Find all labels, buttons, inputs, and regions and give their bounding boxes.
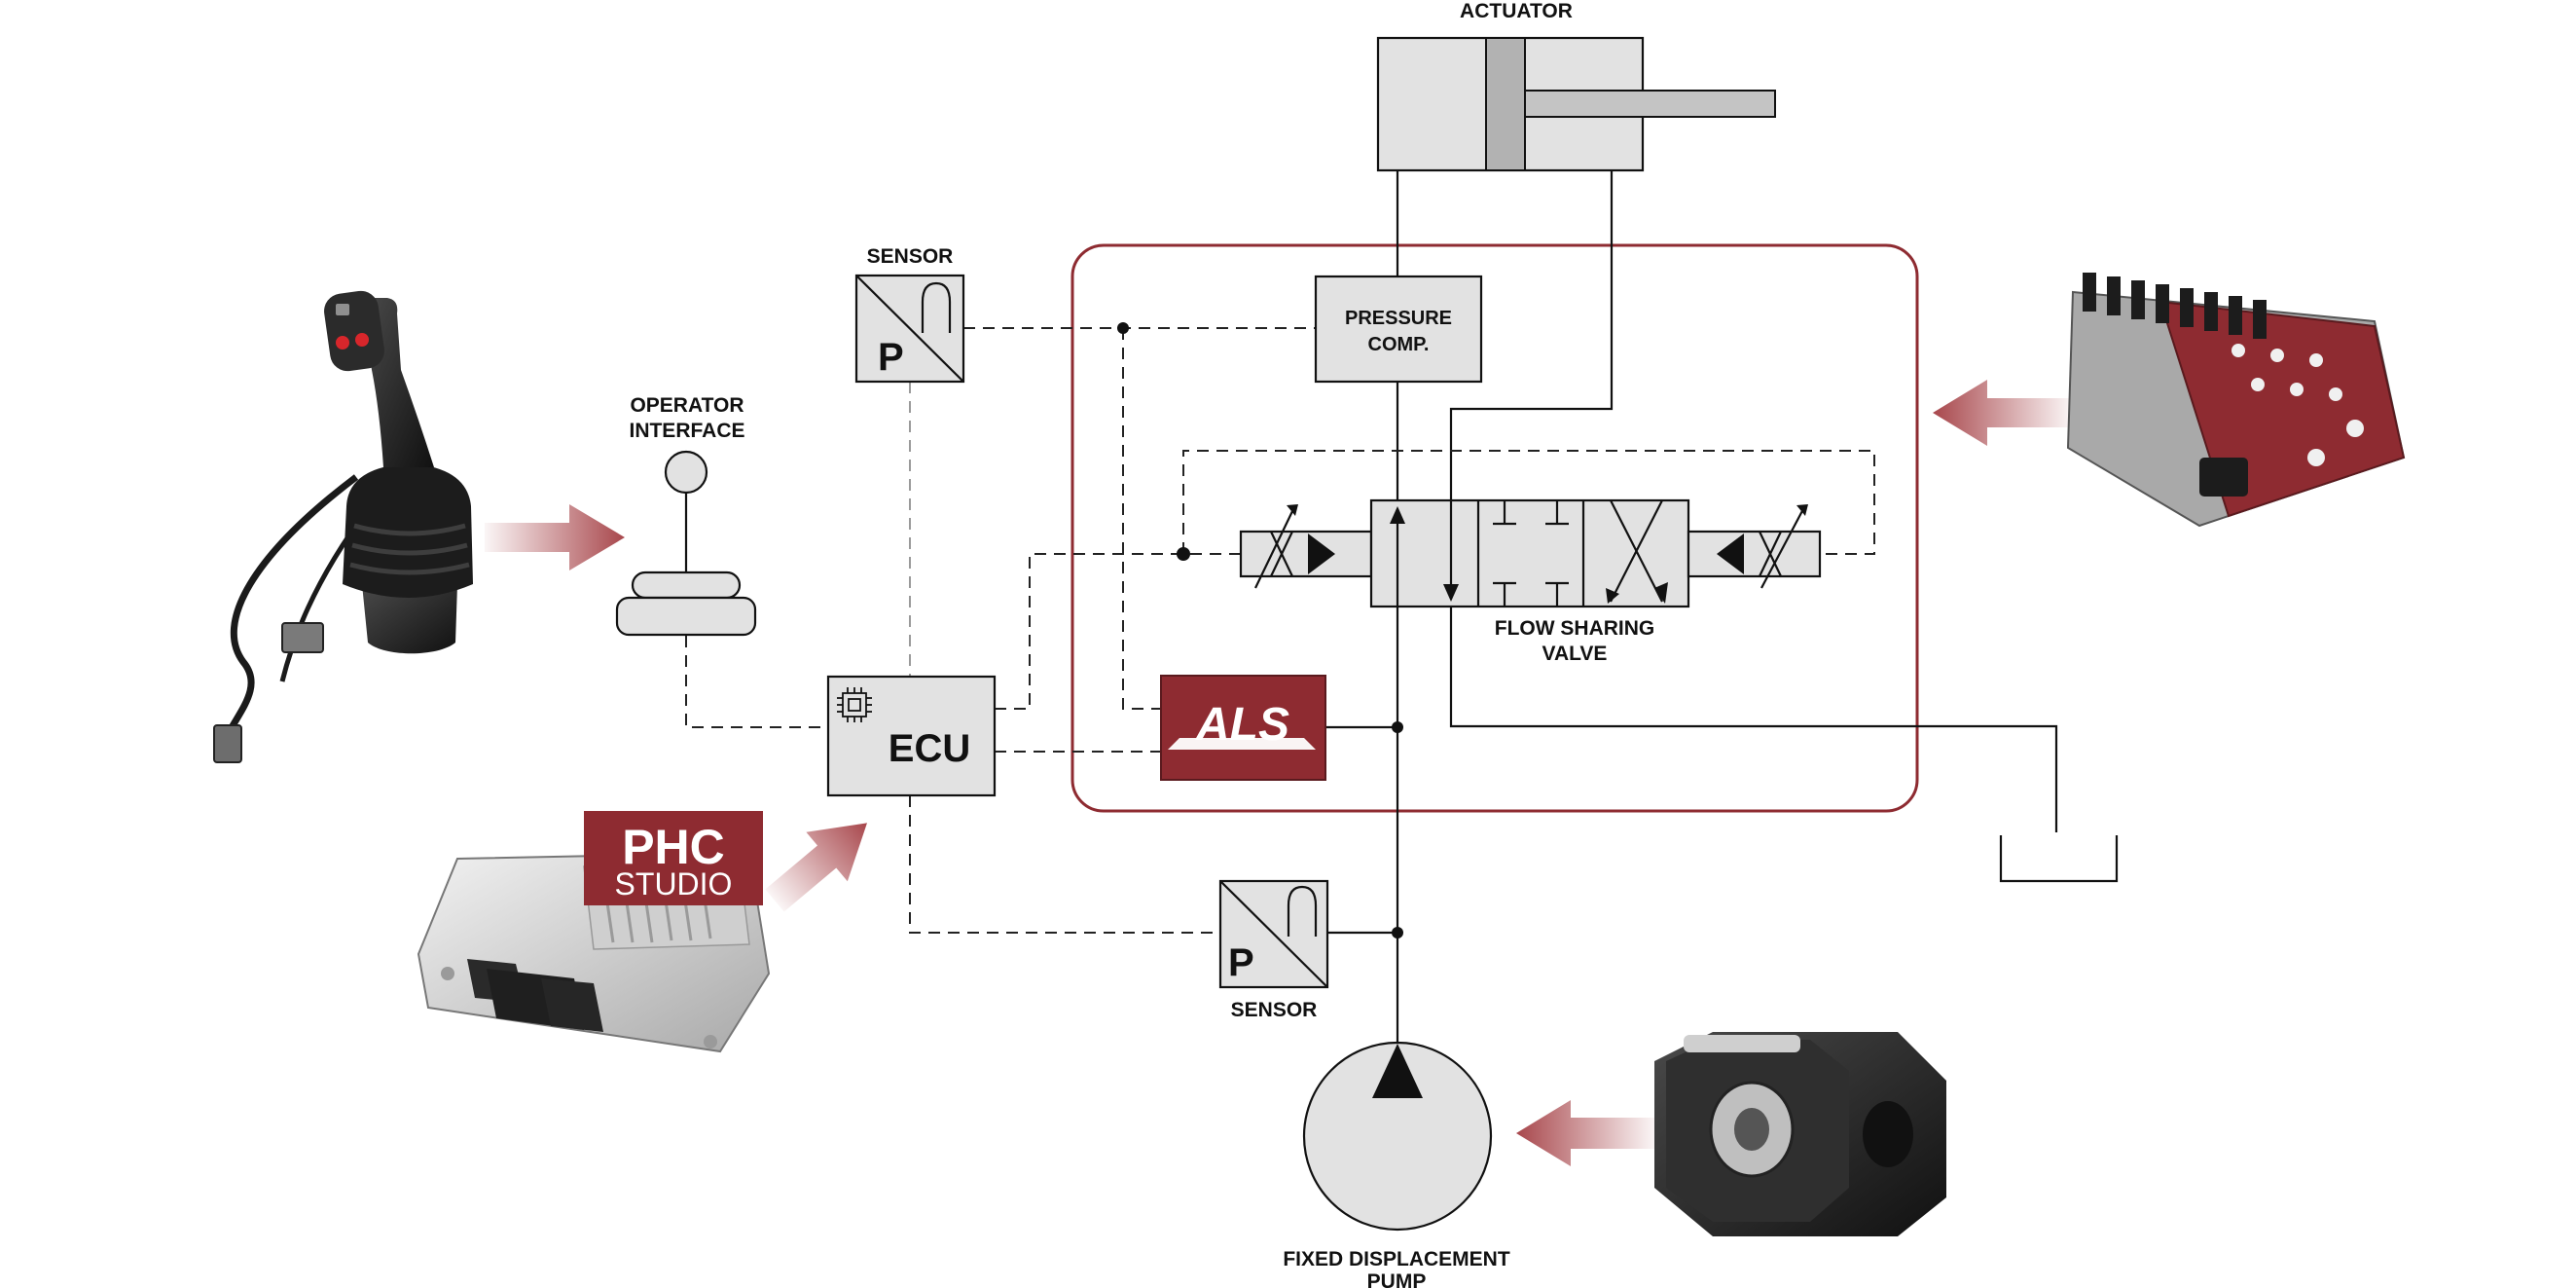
arrow-joystick [485, 504, 625, 570]
chip-icon [837, 687, 872, 722]
pump-label-1: FIXED DISPLACEMENT [1283, 1248, 1510, 1270]
actuator-rod [1524, 90, 1776, 118]
sensor-bottom-label: SENSOR [1231, 999, 1318, 1021]
junction-node-als [1392, 721, 1403, 733]
als-block: ALS [1160, 675, 1326, 781]
operator-label-2: INTERFACE [629, 420, 744, 442]
flow-sharing-label-1: FLOW SHARING [1495, 617, 1654, 640]
ecu-label: ECU [889, 727, 970, 770]
als-label: ALS [1195, 699, 1289, 751]
arrow-valve-block [1933, 380, 2071, 446]
gear-pump-product-icon [1654, 1032, 1946, 1236]
junction-node-sensor [1392, 927, 1403, 938]
arrow-ecu-module [765, 823, 867, 912]
pressure-compensator: PRESSURE COMP. [1314, 275, 1483, 384]
phc-label: PHC [622, 820, 725, 874]
studio-label: STUDIO [615, 866, 733, 902]
actuator-label: ACTUATOR [1460, 0, 1573, 22]
phc-studio-logo: PHC STUDIO [584, 811, 763, 905]
fixed-displacement-pump: FIXED DISPLACEMENT PUMP [1283, 1041, 1510, 1288]
flow-sharing-valve: FLOW SHARING VALVE [1239, 498, 1822, 665]
flow-sharing-label-2: VALVE [1542, 643, 1608, 665]
sensor-top-label: SENSOR [867, 245, 954, 268]
arrow-pump [1516, 1100, 1654, 1166]
flow-sharing-enclosure [1070, 243, 1919, 813]
pilot-lines [685, 327, 1875, 934]
sensor-bottom: P SENSOR [1218, 879, 1329, 1021]
pointer-arrows [485, 380, 2071, 1166]
joystick-product-icon [213, 290, 473, 763]
pilot-node-top [1117, 322, 1129, 334]
actuator-piston [1485, 37, 1526, 171]
actuator: ACTUATOR [1376, 0, 1776, 172]
pump-label-2: PUMP [1367, 1270, 1427, 1288]
pressure-comp-label-1: PRESSURE [1345, 308, 1452, 329]
sensor-top: SENSOR P [854, 245, 965, 384]
pressure-comp-label-2: COMP. [1368, 334, 1430, 355]
operator-interface: OPERATOR INTERFACE [615, 394, 757, 637]
hydraulic-lines [1325, 170, 2119, 1044]
operator-label-1: OPERATOR [630, 394, 744, 417]
ecu-block: ECU [826, 675, 997, 797]
sensor-bottom-p: P [1228, 941, 1254, 984]
valve-block-product-icon [2066, 273, 2406, 528]
pilot-node-valve [1177, 547, 1190, 561]
sensor-top-p: P [878, 336, 904, 379]
